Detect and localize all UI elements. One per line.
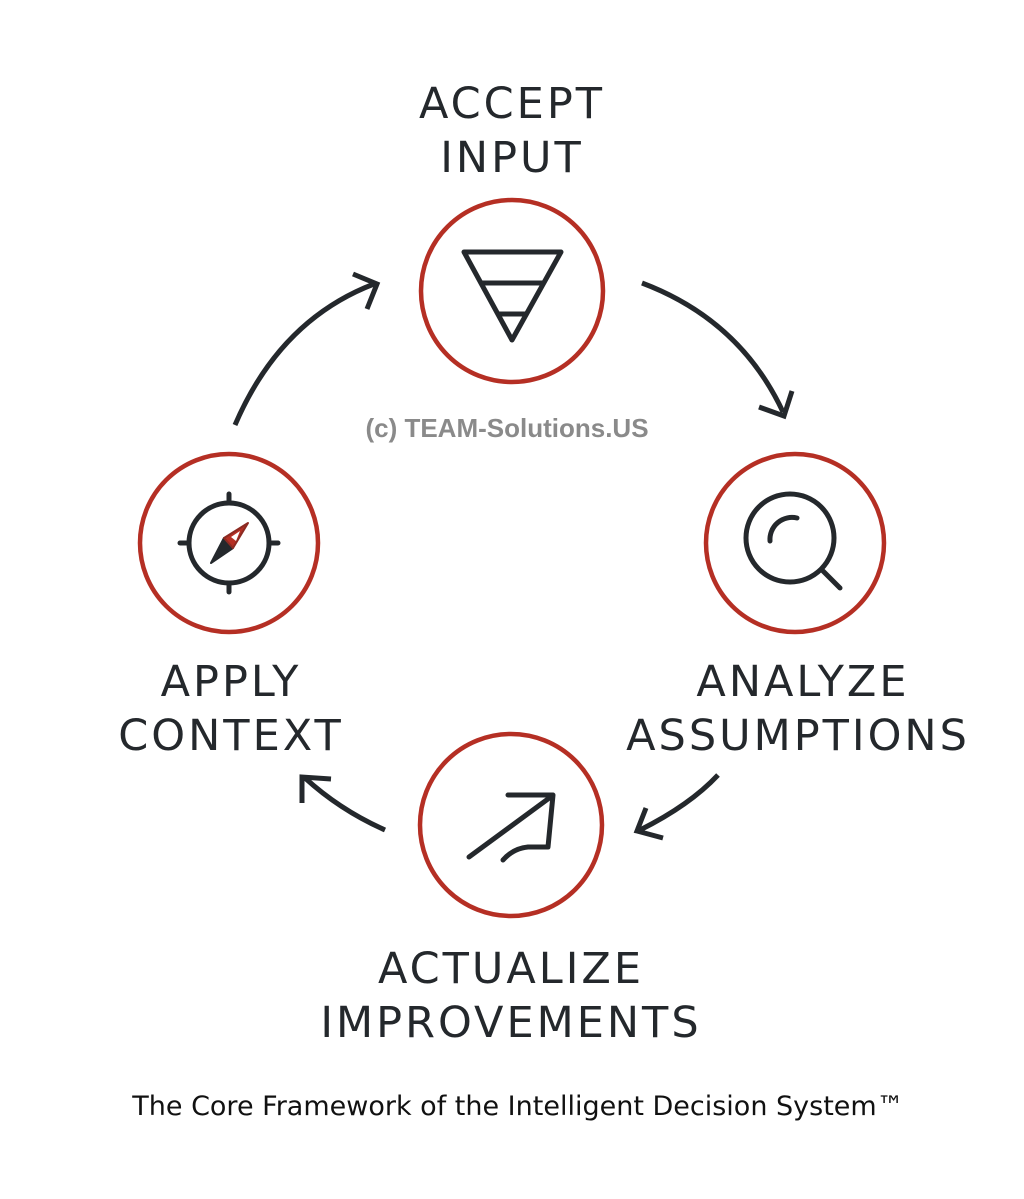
compass-icon [177,491,281,595]
flow-arrow-analyze-to-actualize [633,773,720,841]
watermark: (c) TEAM-Solutions.US [365,413,648,443]
stage-accept-input: ACCEPT INPUT [418,79,606,385]
stage-apply-title-line2: CONTEXT [118,711,343,761]
trend-arrow-icon [466,792,556,863]
stage-analyze-title-line2: ASSUMPTIONS [626,711,970,761]
flow-arrow-actualize-to-apply [299,774,387,833]
stage-analyze-ring [703,451,887,635]
stage-actualize-title-line1: ACTUALIZE [378,944,644,994]
stage-apply-context: APPLY CONTEXT [118,451,343,761]
diagram-caption: The Core Framework of the Intelligent De… [131,1091,903,1122]
flow-arrow-accept-to-analyze [641,280,795,420]
stage-accept-title-line2: INPUT [440,133,584,183]
funnel-icon [461,249,564,343]
stage-analyze-assumptions: ANALYZE ASSUMPTIONS [626,451,970,761]
stage-actualize-title-line2: IMPROVEMENTS [320,998,701,1048]
stage-analyze-title-line1: ANALYZE [696,657,909,707]
stage-apply-title-line1: APPLY [161,657,302,707]
flow-arrow-apply-to-accept [232,271,381,426]
stage-actualize-improvements: ACTUALIZE IMPROVEMENTS [320,731,701,1048]
stage-accept-title-line1: ACCEPT [419,79,605,129]
stage-accept-ring [418,197,606,385]
magnifier-icon [743,491,843,591]
